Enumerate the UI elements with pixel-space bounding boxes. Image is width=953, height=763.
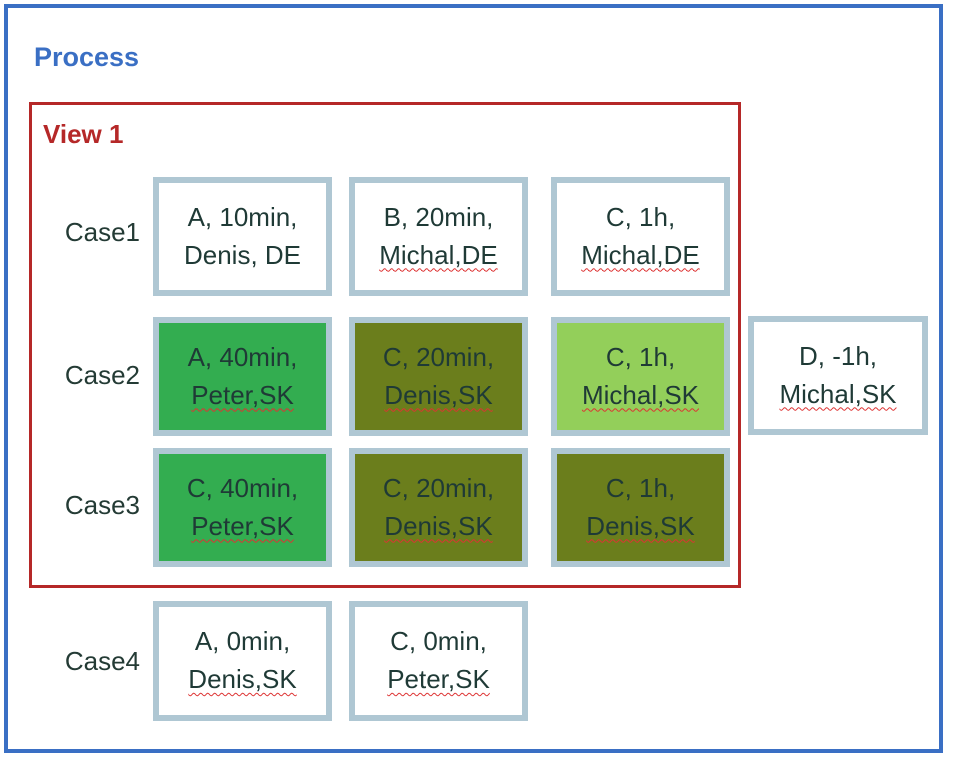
activity-line2: Denis, DE	[183, 239, 302, 270]
case-label-1: Case1	[64, 217, 140, 247]
activity-line2: Denis,SK	[384, 510, 493, 541]
activity-line1: B, 20min,	[383, 201, 494, 232]
activity-line2: Denis,SK	[384, 379, 493, 410]
activity-box: D, -1h, Michal,SK	[748, 316, 928, 435]
activity-line1: D, -1h,	[798, 340, 878, 371]
case-label-4: Case4	[64, 646, 140, 676]
activity-line1: A, 0min,	[194, 626, 291, 657]
activity-line1: A, 10min,	[187, 201, 298, 232]
activity-line2: Denis,SK	[188, 664, 297, 694]
activity-box: C, 1h, Michal,DE	[551, 177, 730, 296]
activity-line1: C, 20min,	[382, 472, 495, 503]
process-frame	[4, 4, 943, 753]
activity-line1: C, 1h,	[605, 472, 676, 503]
view-frame	[29, 102, 741, 588]
activity-box: B, 20min, Michal,DE	[349, 177, 528, 296]
view-title: View 1	[43, 119, 124, 149]
activity-line2: Michal,DE	[379, 239, 498, 270]
activity-line1: C, 1h,	[605, 201, 676, 232]
activity-line1: C, 20min,	[382, 341, 495, 372]
activity-box: A, 10min, Denis, DE	[153, 177, 332, 296]
activity-line2: Denis,SK	[586, 510, 695, 541]
process-title: Process	[34, 42, 140, 72]
activity-line2: Michal,SK	[581, 379, 700, 410]
activity-line1: C, 1h,	[605, 341, 676, 372]
activity-box: C, 1h, Michal,SK	[551, 317, 730, 436]
case-label-3: Case3	[64, 490, 140, 520]
activity-line1: A, 40min,	[187, 341, 298, 372]
activity-box: C, 40min, Peter,SK	[153, 448, 332, 567]
activity-line2: Michal,SK	[779, 378, 897, 409]
activity-box: A, 40min, Peter,SK	[153, 317, 332, 436]
case-label-2: Case2	[64, 360, 140, 390]
activity-box: C, 0min, Peter,SK	[349, 601, 528, 721]
activity-box: C, 1h, Denis,SK	[551, 448, 730, 567]
activity-box: C, 20min, Denis,SK	[349, 317, 528, 436]
activity-line2: Peter,SK	[387, 664, 490, 694]
activity-box: A, 0min, Denis,SK	[153, 601, 332, 721]
activity-line1: C, 0min,	[390, 626, 487, 657]
activity-line2: Peter,SK	[191, 379, 294, 410]
activity-box: C, 20min, Denis,SK	[349, 448, 528, 567]
activity-line2: Michal,DE	[581, 239, 700, 270]
activity-line1: C, 40min,	[186, 472, 299, 503]
activity-line2: Peter,SK	[191, 510, 294, 541]
